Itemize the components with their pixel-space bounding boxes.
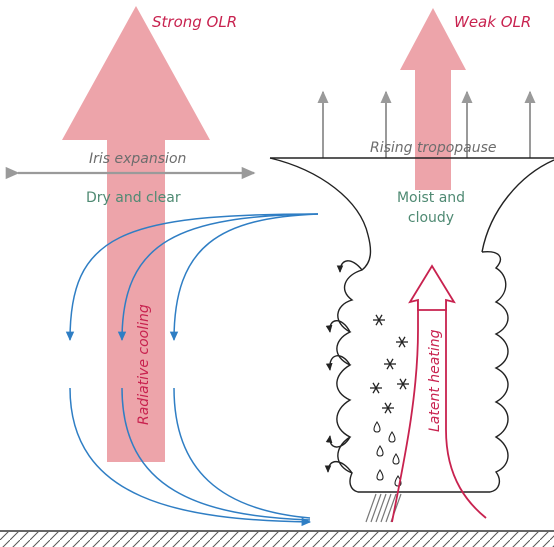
vortex-icon xyxy=(324,260,363,474)
rain-streaks xyxy=(365,493,402,523)
moist-and-cloudy-label: Moist and cloudy xyxy=(393,188,469,228)
rising-tropopause-arrows xyxy=(317,90,536,158)
ground-surface xyxy=(0,530,554,547)
moist-and-cloudy-line2: cloudy xyxy=(407,210,455,226)
radiative-cooling-label: Radiative cooling xyxy=(136,304,152,425)
strong-olr-label: Strong OLR xyxy=(152,13,238,31)
weak-olr-label: Weak OLR xyxy=(454,13,532,31)
latent-heating-arrowhead xyxy=(408,264,456,311)
anvil-cloud-outline xyxy=(269,157,554,253)
latent-heating-label: Latent heating xyxy=(427,329,443,433)
weak-olr-arrow xyxy=(400,8,466,190)
raindrop-icon xyxy=(373,421,402,487)
moist-and-cloudy-line1: Moist and xyxy=(396,190,466,206)
strong-olr-arrow xyxy=(62,6,210,462)
rising-tropopause-label: Rising tropopause xyxy=(370,140,497,156)
iris-expansion-label: Iris expansion xyxy=(89,151,187,167)
subsidence-arrows xyxy=(65,213,319,527)
dry-and-clear-label: Dry and clear xyxy=(86,190,181,206)
cumulus-tower xyxy=(336,234,509,493)
snowflake-icon xyxy=(370,314,409,414)
